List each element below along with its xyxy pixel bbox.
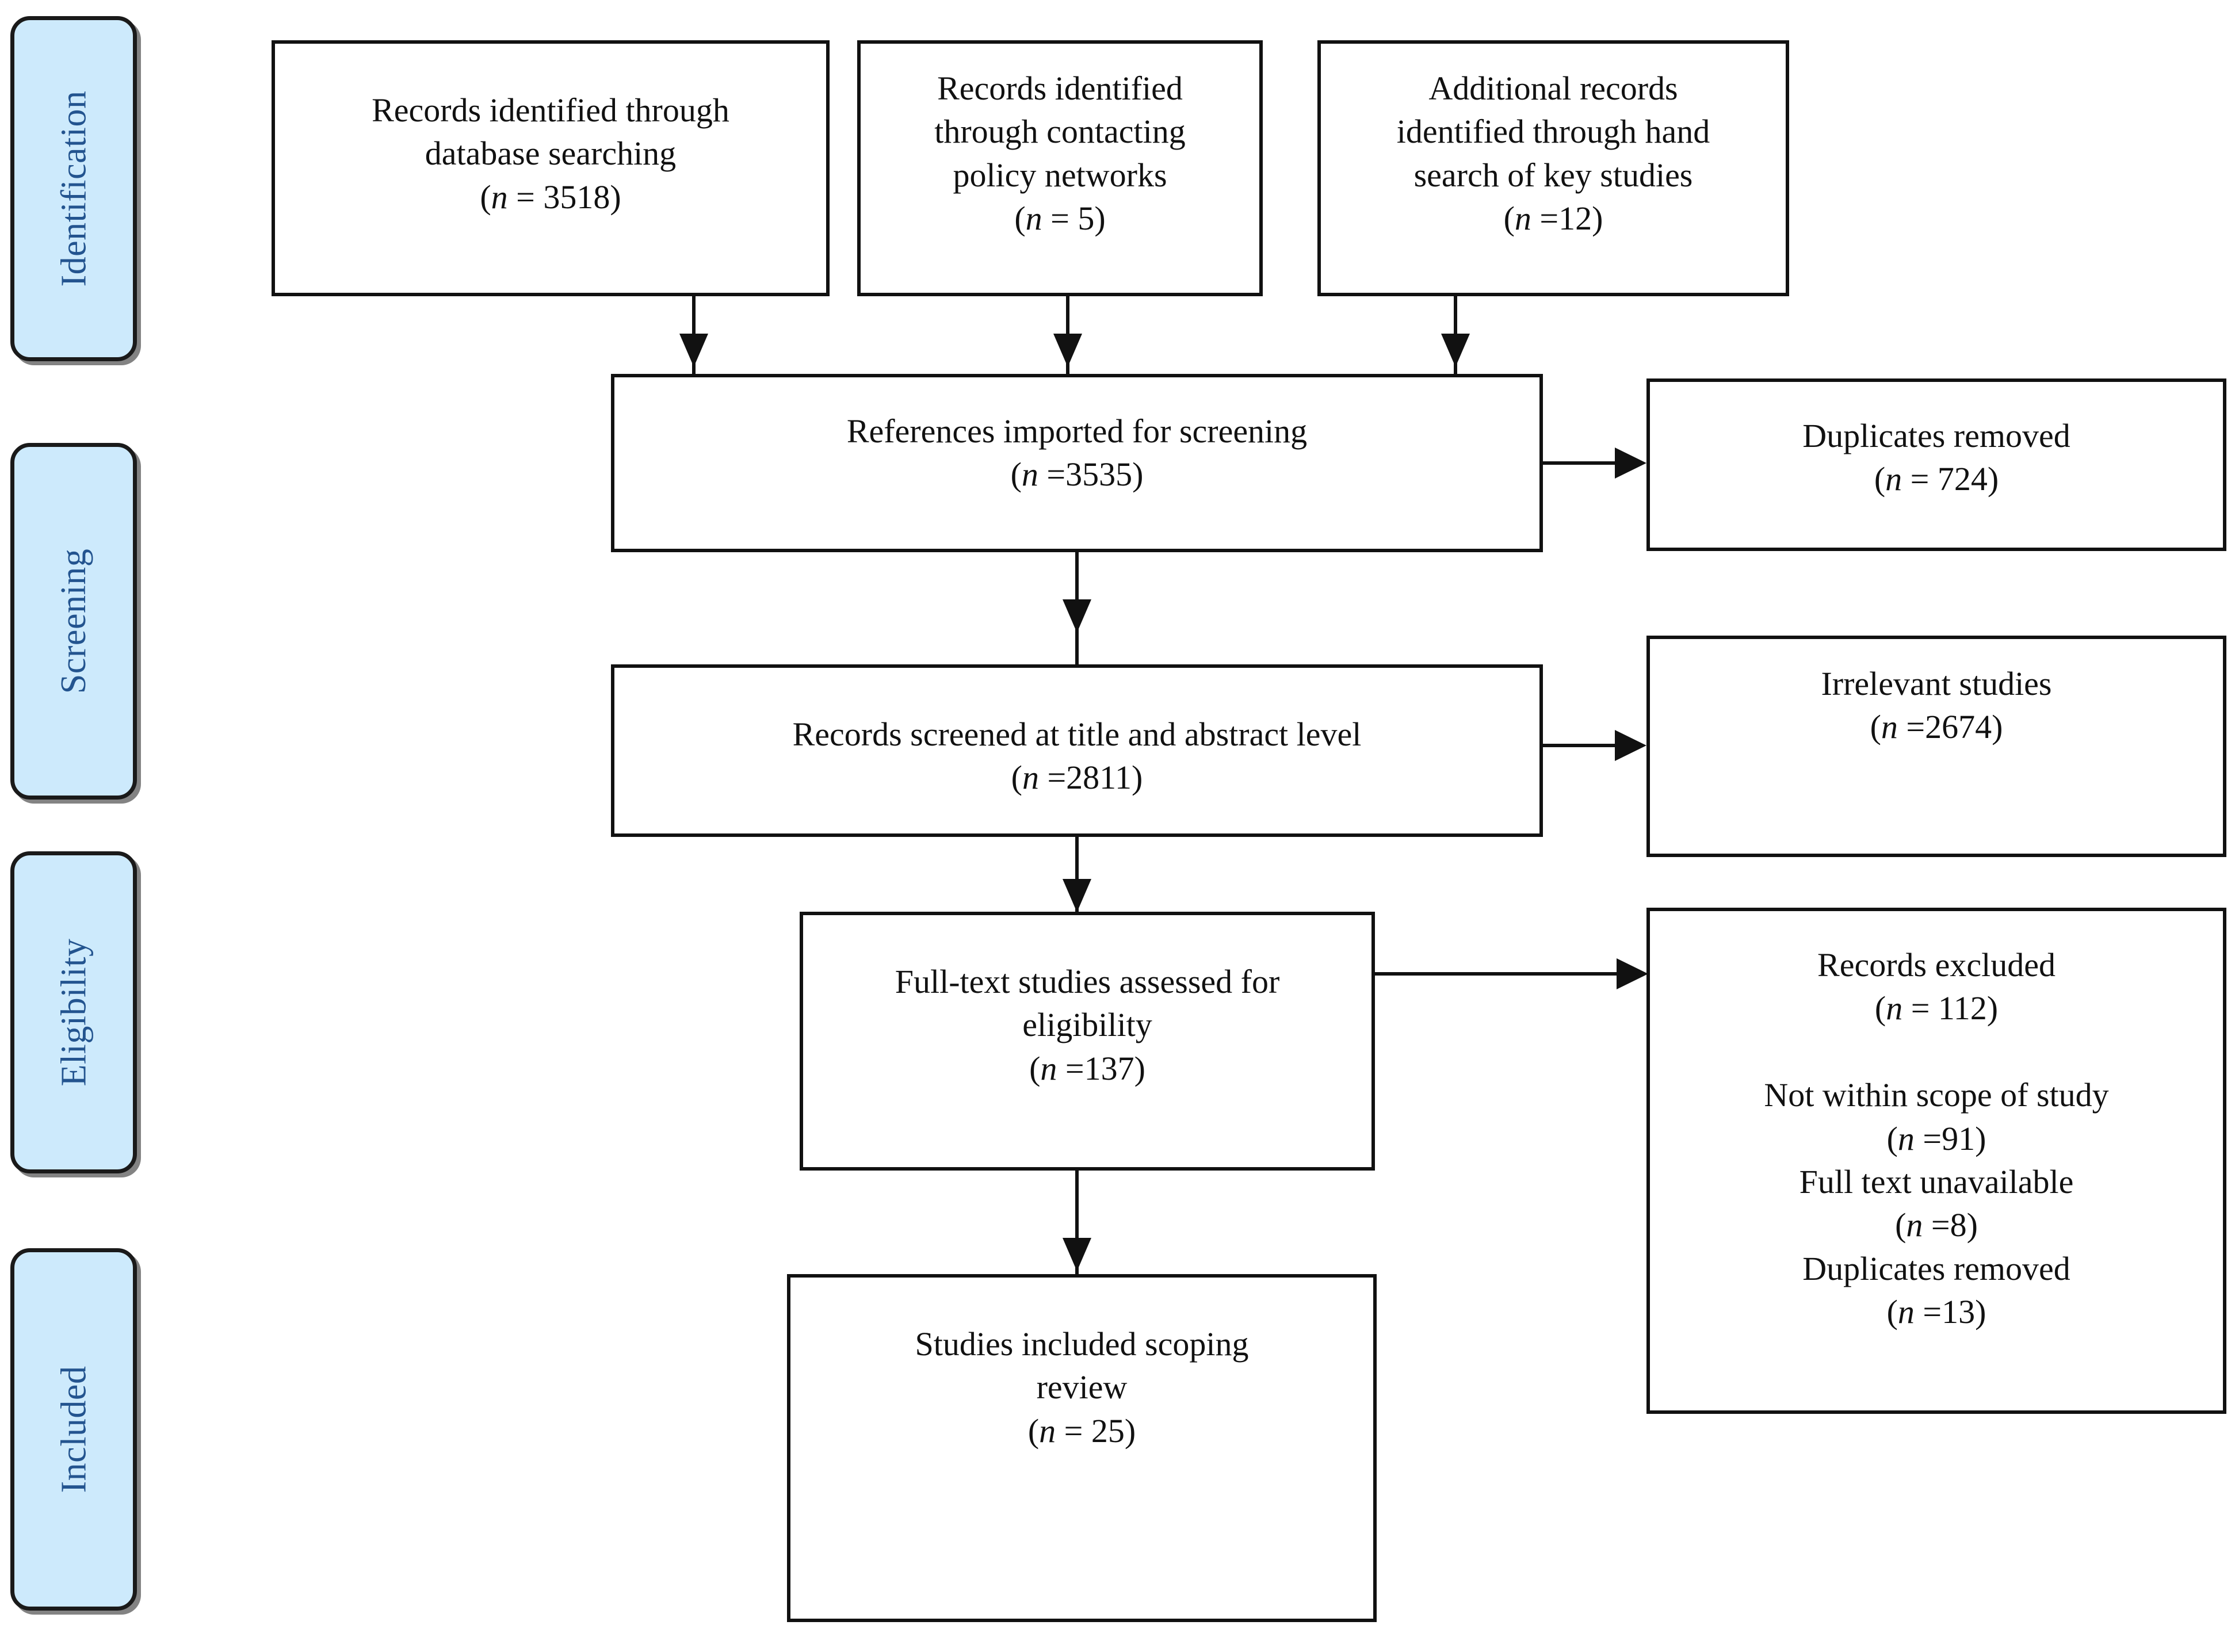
arrow-fulltext-to-included (1063, 1238, 1091, 1271)
arrow-imported-to-screened (1063, 599, 1091, 633)
box-duplicates-removed: Duplicates removed(n = 724) (1646, 378, 2226, 551)
connector-fulltext-to-included (1075, 1171, 1079, 1274)
arrow-handsearch-to-imported (1441, 334, 1470, 367)
box-records-screened-title-abstract-text: Records screened at title and abstract l… (792, 716, 1362, 797)
stage-label-eligibility: Eligibility (54, 938, 94, 1087)
box-references-imported-for-screening: References imported for screening(n =353… (611, 374, 1543, 552)
stage-pill-included: Included (10, 1248, 137, 1611)
box-records-screened-title-abstract: Records screened at title and abstract l… (611, 664, 1543, 837)
box-records-excluded: Records excluded(n = 112)Not within scop… (1646, 908, 2226, 1414)
box-records-excluded-text: Records excluded(n = 112)Not within scop… (1764, 946, 2109, 1331)
box-references-imported-for-screening-text: References imported for screening(n =353… (846, 412, 1308, 494)
stage-label-screening: Screening (54, 548, 94, 694)
stage-pill-screening: Screening (10, 443, 137, 800)
box-irrelevant-studies-text: Irrelevant studies(n =2674) (1821, 665, 2052, 746)
stage-label-identification: Identification (54, 90, 94, 287)
arrow-fulltext-to-excluded (1617, 958, 1648, 989)
connector-screened-to-irrelevant (1543, 744, 1621, 747)
stage-pill-eligibility: Eligibility (10, 851, 137, 1173)
arrow-policy-to-imported (1053, 334, 1082, 367)
stage-label-included: Included (54, 1366, 94, 1493)
stage-pill-identification: Identification (10, 16, 137, 361)
arrow-screened-to-fulltext (1063, 879, 1091, 912)
box-duplicates-removed-text: Duplicates removed(n = 724) (1802, 417, 2070, 498)
arrow-database-to-imported (679, 334, 708, 367)
arrow-imported-to-duplicates (1615, 448, 1646, 479)
arrow-screened-to-irrelevant (1615, 730, 1646, 761)
connector-imported-to-duplicates (1543, 461, 1621, 465)
box-irrelevant-studies: Irrelevant studies(n =2674) (1646, 636, 2226, 857)
connector-fulltext-to-excluded (1375, 972, 1625, 976)
